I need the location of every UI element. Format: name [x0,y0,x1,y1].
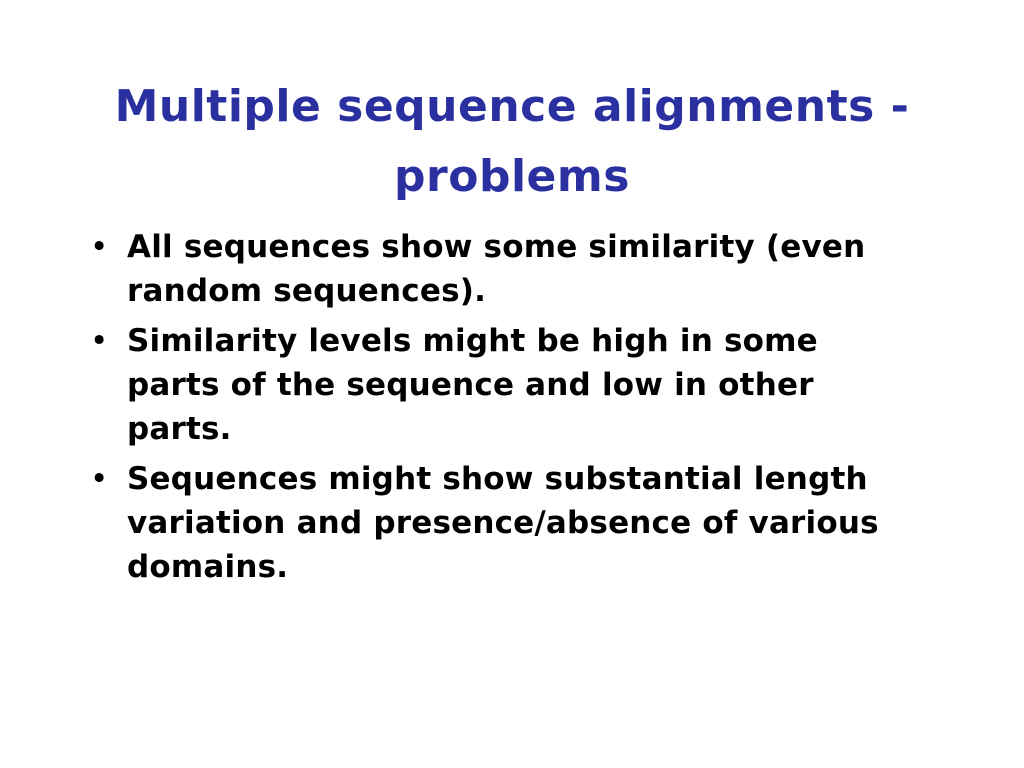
bullet-text: Similarity levels might be high in some … [127,323,818,447]
bullet-item: • All sequences show some similarity (ev… [90,225,920,313]
bullet-text: Sequences might show substantial length … [127,461,879,585]
bullet-item: • Sequences might show substantial lengt… [90,457,920,589]
slide-title: Multiple sequence alignments - problems [114,81,910,203]
bullet-dot-icon: • [90,461,109,497]
bullet-dot-icon: • [90,323,109,359]
bullet-dot-icon: • [90,229,109,265]
bullet-item: • Similarity levels might be high in som… [90,319,920,451]
bullet-list: • All sequences show some similarity (ev… [90,225,920,595]
bullet-text: All sequences show some similarity (even… [127,229,866,309]
